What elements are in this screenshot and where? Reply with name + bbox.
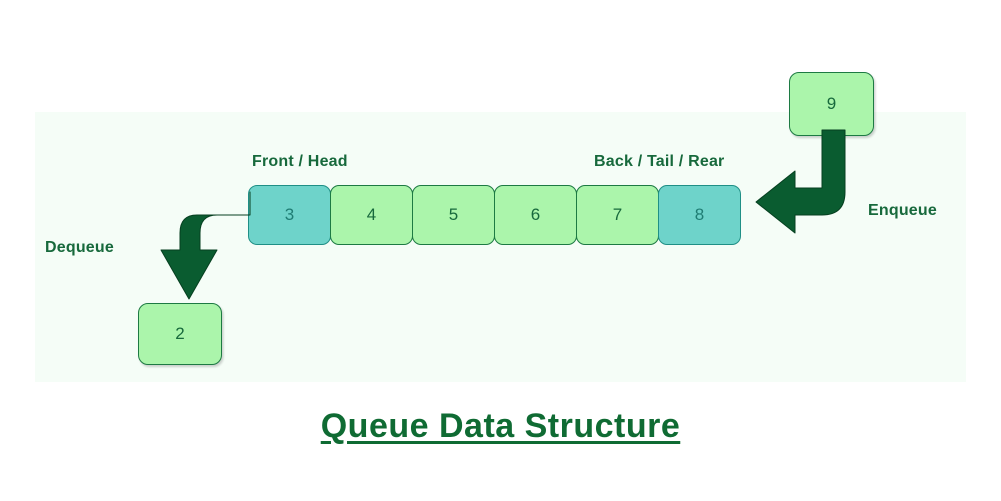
queue-cell: 6: [494, 185, 577, 245]
queue-cell: 7: [576, 185, 659, 245]
queue-cell: 8: [658, 185, 741, 245]
enqueue-label: Enqueue: [868, 202, 937, 219]
dequeue-arrow-icon: [160, 191, 251, 300]
front-head-label: Front / Head: [252, 153, 348, 170]
dequeue-label: Dequeue: [45, 239, 114, 256]
queue-cell: 4: [330, 185, 413, 245]
queue-cell: 5: [412, 185, 495, 245]
dequeue-element-box: 2: [138, 303, 222, 365]
enqueue-arrow-icon: [755, 129, 846, 234]
queue-cell: 3: [248, 185, 331, 245]
enqueue-element-box: 9: [789, 72, 874, 136]
page-title: Queue Data Structure: [320, 407, 681, 445]
queue-cell-row: 3 4 5 6 7 8: [248, 185, 741, 245]
back-tail-rear-label: Back / Tail / Rear: [594, 153, 725, 170]
